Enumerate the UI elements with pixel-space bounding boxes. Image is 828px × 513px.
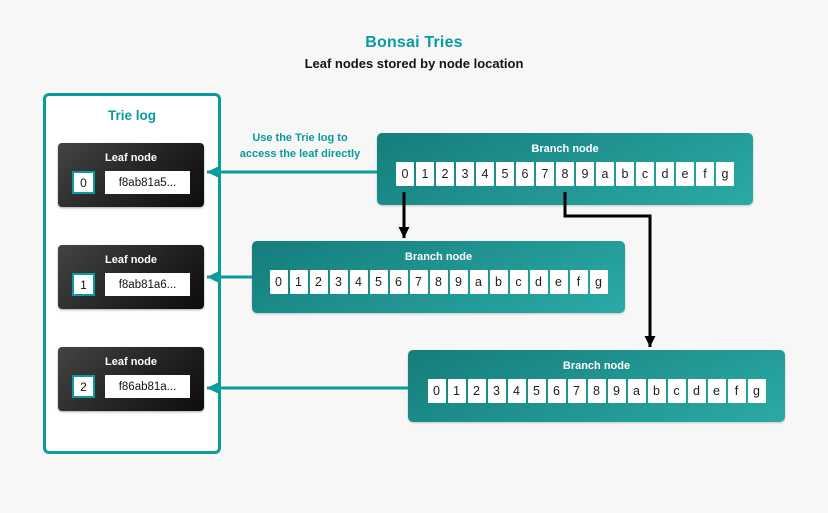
branch-cell: 0 <box>396 162 414 186</box>
branch-cell: 5 <box>527 379 546 403</box>
branch-cell: 5 <box>369 270 388 294</box>
branch-cell: d <box>656 162 674 186</box>
branch-cell: 4 <box>507 379 526 403</box>
branch-cell: 2 <box>436 162 454 186</box>
branch-cell: b <box>647 379 666 403</box>
page-subtitle: Leaf nodes stored by node location <box>304 56 524 71</box>
branch-cell: 1 <box>447 379 466 403</box>
leaf-node-1-index: 1 <box>72 273 95 296</box>
leaf-node-2-row: 2 f86ab81a... <box>58 375 204 398</box>
page-title: Bonsai Tries <box>365 34 463 51</box>
branch-cell: 6 <box>389 270 408 294</box>
branch-cell: a <box>469 270 488 294</box>
branch-cell: 9 <box>607 379 626 403</box>
leaf-node-0-title: Leaf node <box>105 152 157 164</box>
branch-cell: g <box>589 270 608 294</box>
branch-cell: e <box>549 270 568 294</box>
leaf-node-2-hash: f86ab81a... <box>105 375 190 398</box>
branch-cell: 8 <box>429 270 448 294</box>
branch-cell: 3 <box>487 379 506 403</box>
branch-cell: g <box>716 162 734 186</box>
branch-cell: c <box>509 270 528 294</box>
leaf-node-2-title: Leaf node <box>105 356 157 368</box>
leaf-node-1-title: Leaf node <box>105 254 157 266</box>
branch-cell: c <box>667 379 686 403</box>
branch-cell: 0 <box>427 379 446 403</box>
annotation-line-1: Use the Trie log to <box>252 132 348 144</box>
branch-cell: e <box>707 379 726 403</box>
branch-node-1-title: Branch node <box>404 251 473 263</box>
branch-cell: f <box>727 379 746 403</box>
branch-node-2-title: Branch node <box>562 360 631 372</box>
branch-cell: 0 <box>269 270 288 294</box>
branch-cell: c <box>636 162 654 186</box>
leaf-node-2-index: 2 <box>72 375 95 398</box>
leaf-node-1: Leaf node 1 f8ab81a6... <box>58 245 204 309</box>
branch-cell: a <box>596 162 614 186</box>
branch-cell: 4 <box>349 270 368 294</box>
leaf-node-0: Leaf node 0 f8ab81a5... <box>58 143 204 207</box>
branch-cell: 2 <box>467 379 486 403</box>
leaf-node-2: Leaf node 2 f86ab81a... <box>58 347 204 411</box>
branch-cell: e <box>676 162 694 186</box>
annotation-line-2: access the leaf directly <box>239 147 361 160</box>
diagram-header: Bonsai Tries Leaf nodes stored by node l… <box>0 34 828 71</box>
branch-cell: 7 <box>536 162 554 186</box>
branch-cell: 9 <box>576 162 594 186</box>
branch-cell: 3 <box>329 270 348 294</box>
annotation-text: Use the Trie log to access the leaf dire… <box>224 131 376 163</box>
branch-cell: 5 <box>496 162 514 186</box>
branch-node-0-title: Branch node <box>531 143 599 155</box>
branch-cell: f <box>696 162 714 186</box>
trie-log-panel: Trie log Leaf node 0 f8ab81a5... Leaf no… <box>43 93 221 454</box>
leaf-node-0-row: 0 f8ab81a5... <box>58 171 204 194</box>
branch-cell: 1 <box>416 162 434 186</box>
branch-cell: b <box>489 270 508 294</box>
branch-cell: f <box>569 270 588 294</box>
branch-cell: 9 <box>449 270 468 294</box>
leaf-node-0-index: 0 <box>72 171 95 194</box>
branch-cell: 6 <box>516 162 534 186</box>
branch-cell: b <box>616 162 634 186</box>
branch-cell: 3 <box>456 162 474 186</box>
branch-cell: g <box>747 379 766 403</box>
branch-cell: 8 <box>556 162 574 186</box>
branch-cell: 6 <box>547 379 566 403</box>
branch-cell: 7 <box>409 270 428 294</box>
leaf-node-1-row: 1 f8ab81a6... <box>58 273 204 296</box>
branch-cell: 8 <box>587 379 606 403</box>
trie-log-title: Trie log <box>107 108 156 123</box>
branch-cell: d <box>687 379 706 403</box>
branch-cell: d <box>529 270 548 294</box>
branch-cell: 2 <box>309 270 328 294</box>
branch-cell: 4 <box>476 162 494 186</box>
branch-cell: 7 <box>567 379 586 403</box>
branch-cell: 1 <box>289 270 308 294</box>
leaf-node-0-hash: f8ab81a5... <box>105 171 190 194</box>
branch-cell: a <box>627 379 646 403</box>
leaf-node-1-hash: f8ab81a6... <box>105 273 190 296</box>
